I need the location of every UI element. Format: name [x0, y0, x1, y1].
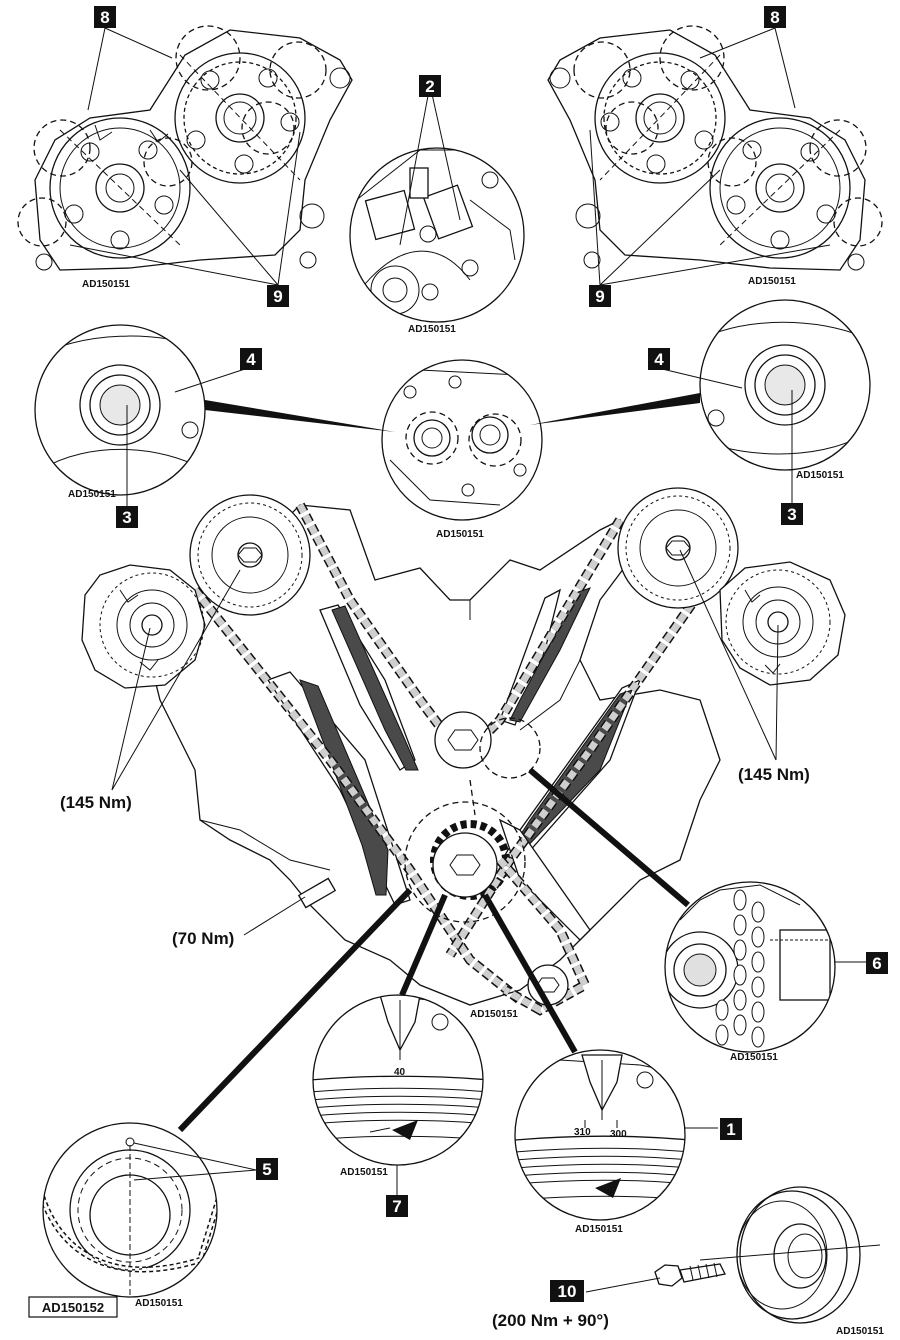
svg-text:4: 4 — [246, 350, 256, 369]
callout-8-left: 8 — [94, 6, 116, 28]
callout-group-8-9 — [69, 27, 831, 286]
detail-gauge-left: 40 AD150151 — [312, 994, 484, 1195]
svg-text:1: 1 — [726, 1120, 735, 1139]
detail-gauge-right: 310 300 AD150151 — [514, 1049, 718, 1235]
image-code-7: AD150151 — [340, 1167, 388, 1178]
connector-6 — [528, 767, 690, 908]
gauge-right-mark-b: 300 — [610, 1129, 627, 1140]
connector-1 — [482, 893, 578, 1054]
svg-text:8: 8 — [770, 8, 779, 27]
image-code-tr: AD150151 — [748, 276, 796, 287]
connector-right — [530, 393, 700, 425]
gauge-left-mark: 40 — [394, 1067, 406, 1078]
detail-chain-closeup: AD150151 — [664, 881, 836, 1063]
callout-6: 6 — [866, 952, 888, 974]
gauge-right-mark-a: 310 — [574, 1127, 591, 1138]
svg-text:4: 4 — [654, 350, 664, 369]
svg-text:10: 10 — [558, 1282, 577, 1301]
callout-9-left: 9 — [267, 285, 289, 307]
image-code-3r: AD150151 — [796, 470, 844, 481]
callout-10: 10 — [550, 1280, 584, 1302]
image-code-tl: AD150151 — [82, 279, 130, 290]
image-code-5: AD150151 — [135, 1298, 183, 1309]
callout-3-left: 3 — [116, 506, 138, 528]
engine-main-view: AD150151 — [81, 487, 846, 1020]
svg-text:2: 2 — [425, 77, 434, 96]
image-code-main: AD150151 — [470, 1009, 518, 1020]
svg-text:5: 5 — [262, 1160, 271, 1179]
image-code-1: AD150151 — [575, 1224, 623, 1235]
detail-left-cam-sprockets: AD150151 — [17, 25, 353, 290]
torque-right-camshaft: (145 Nm) — [738, 765, 810, 784]
detail-left-plug: AD150151 — [34, 324, 206, 500]
detail-center-ports: AD150151 — [381, 359, 543, 540]
connector-5 — [177, 887, 413, 1133]
connector-left — [205, 400, 395, 432]
torque-left-camshaft: (145 Nm) — [60, 793, 132, 812]
torque-tensioner-bolt: (70 Nm) — [172, 929, 234, 948]
detail-right-plug: AD150151 — [699, 299, 871, 481]
callout-8-right: 8 — [764, 6, 786, 28]
image-code-mid: AD150151 — [436, 529, 484, 540]
svg-text:3: 3 — [787, 505, 796, 524]
connector-7 — [399, 893, 448, 997]
image-code-2: AD150151 — [408, 324, 456, 335]
callout-4-left: 4 — [240, 348, 262, 370]
callout-1: 1 — [720, 1118, 742, 1140]
callout-7: 7 — [386, 1195, 408, 1217]
torque-crank-pulley-bolt: (200 Nm + 90°) — [492, 1311, 609, 1330]
figure-id: AD150152 — [28, 1296, 118, 1318]
image-code-6: AD150151 — [730, 1052, 778, 1063]
crank-pulley: AD150151 — [585, 1186, 884, 1337]
svg-text:9: 9 — [273, 287, 282, 306]
callout-9-right: 9 — [589, 285, 611, 307]
callout-4-right: 4 — [648, 348, 670, 370]
callout-2: 2 — [419, 75, 441, 97]
svg-text:9: 9 — [595, 287, 604, 306]
svg-text:7: 7 — [392, 1197, 401, 1216]
svg-text:6: 6 — [872, 954, 881, 973]
image-code-3l: AD150151 — [68, 489, 116, 500]
detail-crank-sprocket: AD150151 — [42, 1122, 257, 1309]
svg-text:AD150152: AD150152 — [42, 1300, 104, 1315]
svg-text:3: 3 — [122, 508, 131, 527]
detail-right-cam-sprockets — [547, 25, 883, 271]
callout-5: 5 — [256, 1158, 278, 1180]
svg-text:8: 8 — [100, 8, 109, 27]
image-code-pulley: AD150151 — [836, 1326, 884, 1337]
detail-sensors: AD150151 — [349, 147, 525, 335]
callout-3-right: 3 — [781, 503, 803, 525]
